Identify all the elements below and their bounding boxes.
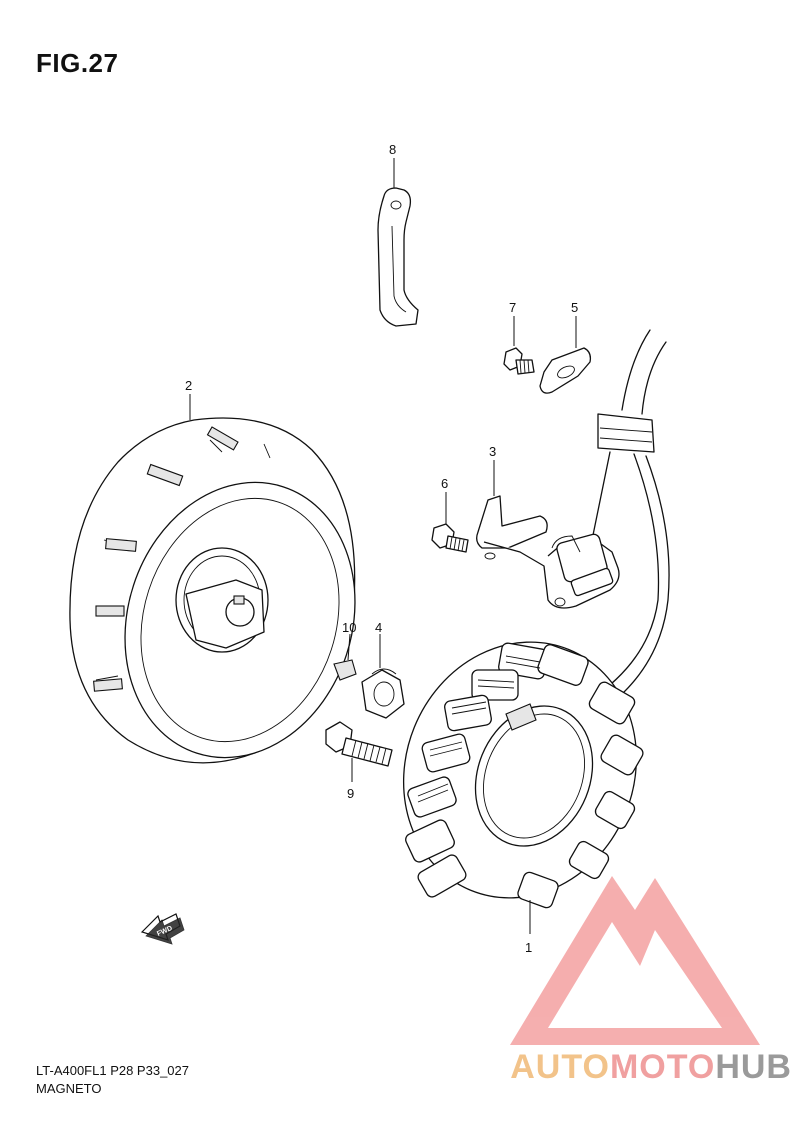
caption-model-code: LT-A400FL1 P28 P33_027: [36, 1063, 189, 1078]
watermark-part-auto: AUTO: [510, 1048, 610, 1086]
part-3-bracket: [476, 495, 620, 609]
part-1-stator: [402, 641, 644, 909]
part-2-rotor: [69, 417, 356, 764]
part-9-bolt: [325, 721, 393, 767]
fwd-arrow-icon: FWD: [140, 913, 185, 945]
caption: LT-A400FL1 P28 P33_027 MAGNETO: [36, 1062, 189, 1098]
callout-8: 8: [389, 142, 396, 157]
part-4-nut: [361, 668, 405, 719]
watermark-wordmark: AUTOMOTOHUB: [510, 1048, 792, 1087]
watermark-part-moto: MOTO: [609, 1048, 716, 1086]
callout-2: 2: [185, 378, 192, 393]
callout-7: 7: [509, 300, 516, 315]
callout-9: 9: [347, 786, 354, 801]
caption-section-name: MAGNETO: [36, 1081, 102, 1096]
part-8-clamp: [377, 187, 419, 327]
watermark-logo-mark: [510, 876, 760, 1045]
callout-5: 5: [571, 300, 578, 315]
callout-1: 1: [525, 940, 532, 955]
watermark-part-hub: HUB: [715, 1048, 792, 1086]
part-7-bolt: [503, 347, 535, 375]
callout-4: 4: [375, 620, 382, 635]
part-6-bolt: [431, 523, 469, 553]
part-5-plate: [539, 347, 592, 394]
callout-6: 6: [441, 476, 448, 491]
part-10-key: [333, 659, 357, 681]
callout-10: 10: [342, 620, 356, 635]
figure-title: FIG.27: [36, 48, 119, 78]
callout-3: 3: [489, 444, 496, 459]
